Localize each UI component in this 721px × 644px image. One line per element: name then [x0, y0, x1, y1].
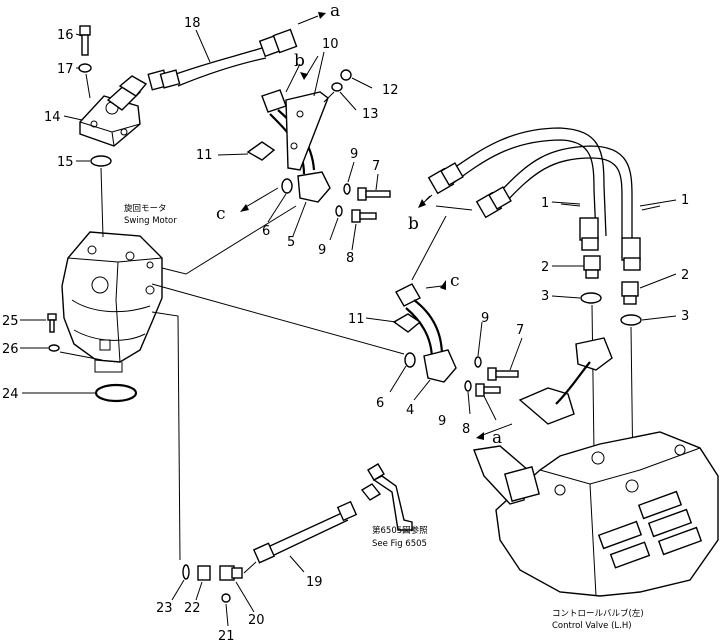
callout-number: 6 — [262, 224, 270, 239]
hose-19 — [252, 500, 358, 564]
hose-1 — [427, 127, 641, 271]
callout-number: 19 — [306, 575, 323, 590]
bolt-7 — [357, 187, 391, 201]
see-fig-label-en: See Fig 6505 — [372, 539, 427, 549]
callout-number: 26 — [2, 342, 19, 357]
callout-number: 21 — [218, 629, 235, 644]
callout-number: 12 — [382, 83, 399, 98]
callout-number: 16 — [57, 28, 74, 43]
control-valve — [473, 337, 719, 597]
fitting-2 — [583, 255, 601, 279]
callout-number: 8 — [346, 251, 354, 266]
flange-14 — [79, 75, 148, 147]
callout-number: 2 — [681, 268, 689, 283]
callout-number: 24 — [2, 387, 19, 402]
control-valve-label-en: Control Valve (L.H) — [552, 621, 632, 631]
swing-motor-label-en: Swing Motor — [124, 216, 177, 226]
elbow-4 — [395, 283, 457, 383]
swing-motor-label-jp: 旋回モータ — [124, 203, 167, 214]
callout-number: 7 — [372, 159, 380, 174]
callout-number: 9 — [350, 147, 358, 162]
pipe-fig6505 — [360, 463, 413, 531]
callout-number: 1 — [541, 196, 549, 211]
callout-number: 13 — [362, 107, 379, 122]
callout-number: 23 — [156, 601, 173, 616]
hose-18 — [147, 12, 326, 91]
callout-number: 22 — [184, 601, 201, 616]
callout-number: 20 — [248, 613, 265, 628]
callout-number: 6 — [376, 396, 384, 411]
o-ring-6 — [404, 352, 416, 368]
callout-number: 9 — [481, 311, 489, 326]
o-ring-3 — [580, 292, 602, 304]
washer-9 — [343, 183, 351, 195]
clamp-11 — [392, 313, 422, 333]
callout-number: 2 — [541, 260, 549, 275]
washer-17 — [78, 63, 92, 73]
flow-letter-c: c — [450, 271, 460, 291]
flow-letter-c: c — [216, 204, 226, 224]
callout-number: 25 — [2, 314, 19, 329]
bolt-8 — [475, 383, 501, 397]
o-ring-15 — [90, 155, 112, 167]
o-ring-6 — [281, 178, 293, 194]
bolt-7 — [487, 367, 519, 381]
leader-lines — [20, 29, 677, 627]
o-ring-24 — [94, 383, 138, 403]
bolt-25 — [47, 313, 57, 333]
swing-motor — [61, 231, 163, 373]
callout-number: 18 — [184, 16, 201, 31]
callout-number: 17 — [57, 62, 74, 77]
clamp-11 — [246, 141, 276, 161]
bolt-8 — [351, 209, 377, 223]
callout-number: 15 — [57, 155, 74, 170]
callout-number: 9 — [318, 243, 326, 258]
callout-number: 14 — [44, 110, 61, 125]
washer-9 — [474, 356, 482, 368]
washer-26 — [48, 344, 60, 352]
o-ring-23 — [182, 564, 190, 580]
flow-letter-a: a — [330, 1, 340, 21]
callout-number: 11 — [348, 312, 365, 327]
fitting-22 — [197, 565, 211, 581]
callout-number: 4 — [406, 403, 414, 418]
washer-9 — [335, 205, 343, 217]
washer-13 — [331, 82, 343, 92]
callout-number: 3 — [681, 309, 689, 324]
callout-number: 9 — [438, 414, 446, 429]
see-fig-label-jp: 第6505図参照 — [372, 525, 428, 536]
plug-21 — [221, 593, 231, 603]
control-valve-label-jp: コントロールバルブ(左) — [552, 608, 644, 619]
callout-number: 10 — [322, 37, 339, 52]
plate-10 — [285, 91, 329, 171]
bolt-16 — [79, 25, 91, 56]
nut-12 — [340, 69, 352, 81]
elbow-20 — [219, 561, 257, 581]
flow-letter-a: a — [492, 428, 502, 448]
callout-number: 1 — [681, 193, 689, 208]
callout-number: 7 — [516, 323, 524, 338]
callout-number: 3 — [541, 289, 549, 304]
flow-letter-b: b — [294, 51, 305, 71]
callout-number: 11 — [196, 148, 213, 163]
fitting-2 — [621, 281, 639, 305]
flow-letter-b: b — [408, 214, 419, 234]
callout-number: 5 — [287, 235, 295, 250]
washer-9 — [464, 380, 472, 392]
o-ring-3 — [620, 314, 642, 326]
callout-number: 8 — [462, 422, 470, 437]
